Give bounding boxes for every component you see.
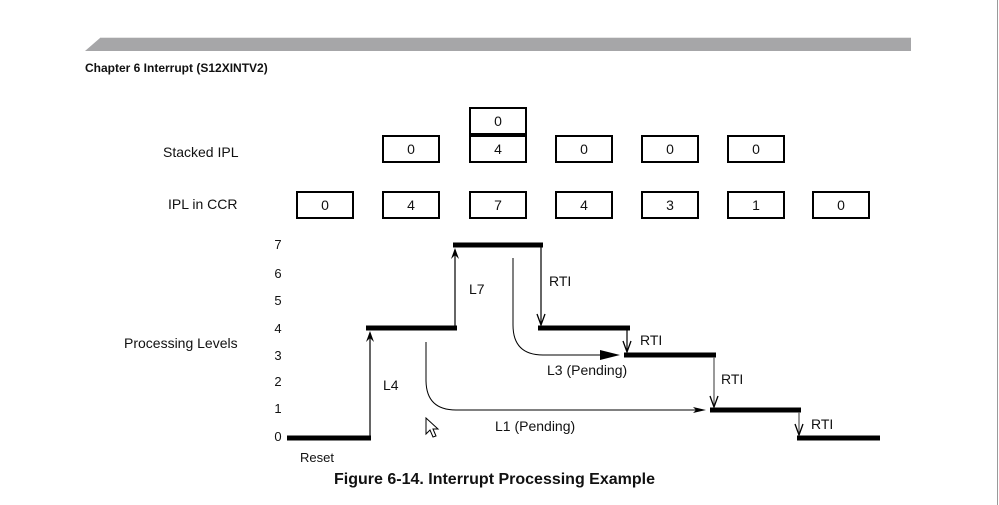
reset-label: Reset [300, 450, 334, 465]
transition-label-rti: RTI [811, 416, 834, 432]
ccr-ipl-value: 4 [580, 197, 588, 213]
stacked-ipl-value: 0 [580, 141, 588, 157]
stacked-ipl-box: 0 [382, 135, 440, 163]
ccr-ipl-box: 4 [382, 191, 440, 219]
ccr-ipl-value: 4 [407, 197, 415, 213]
level-tick: 2 [274, 374, 282, 389]
stacked-ipl-label: Stacked IPL [163, 144, 239, 160]
arrowhead-right-icon [693, 407, 706, 413]
stacked-ipl-value: 0 [494, 113, 502, 129]
stacked-ipl-value: 0 [407, 141, 415, 157]
processing-levels-label: Processing Levels [124, 335, 238, 351]
level-tick: 7 [274, 237, 282, 252]
transition-label-l4: L4 [383, 377, 399, 393]
transition-label-rti: RTI [549, 273, 572, 289]
transition-label-l7: L7 [469, 281, 485, 297]
ccr-ipl-value: 3 [666, 197, 674, 213]
stacked-ipl-box: 4 [469, 135, 527, 163]
pending-arrow-l3 [512, 258, 608, 356]
level-tick: 1 [274, 401, 282, 416]
stacked-ipl-value: 0 [752, 141, 760, 157]
ccr-ipl-box: 0 [812, 191, 870, 219]
arrowhead-down-icon [709, 395, 719, 409]
ccr-ipl-value: 7 [494, 197, 502, 213]
running-header-title: Chapter 6 Interrupt (S12XINTV2) [85, 61, 268, 75]
arrowhead-down-icon [794, 423, 804, 437]
transition-label-rti: RTI [640, 332, 663, 348]
stacked-ipl-box: 0 [555, 135, 613, 163]
header-band [85, 38, 911, 51]
ipl-in-ccr-label: IPL in CCR [168, 196, 238, 212]
mouse-cursor-icon [425, 417, 440, 438]
pending-label-l3: L3 (Pending) [547, 362, 628, 378]
stacked-ipl-value: 0 [666, 141, 674, 157]
transition-label-rti: RTI [721, 371, 744, 387]
ccr-ipl-box: 7 [469, 191, 527, 219]
level-tick: 5 [274, 293, 282, 308]
ccr-ipl-value: 0 [837, 197, 845, 213]
arrowhead-down-icon [622, 340, 632, 354]
arrowhead-down-icon [536, 313, 546, 327]
stacked-ipl-value: 4 [494, 141, 502, 157]
ccr-ipl-value: 1 [752, 197, 760, 213]
pending-label-l1: L1 (Pending) [495, 418, 576, 434]
arrowhead-up-icon [366, 331, 374, 342]
ccr-ipl-value: 0 [321, 197, 329, 213]
ccr-ipl-box: 1 [727, 191, 785, 219]
pending-arrow-l1 [425, 342, 700, 411]
ccr-ipl-box: 3 [641, 191, 699, 219]
level-tick: 3 [274, 348, 282, 363]
stacked-ipl-box: 0 [727, 135, 785, 163]
stacked-ipl-box: 0 [641, 135, 699, 163]
stacked-ipl-box-top: 0 [469, 107, 527, 135]
level-tick: 6 [274, 266, 282, 281]
ccr-ipl-box: 0 [296, 191, 354, 219]
level-tick: 0 [274, 429, 282, 444]
figure-caption: Figure 6-14. Interrupt Processing Exampl… [334, 471, 655, 488]
running-header-bar [85, 37, 911, 51]
level-tick: 4 [274, 321, 282, 336]
page-edge [997, 0, 998, 505]
arrowhead-up-icon [451, 248, 459, 259]
arrowhead-right-icon [600, 350, 620, 360]
ccr-ipl-box: 4 [555, 191, 613, 219]
